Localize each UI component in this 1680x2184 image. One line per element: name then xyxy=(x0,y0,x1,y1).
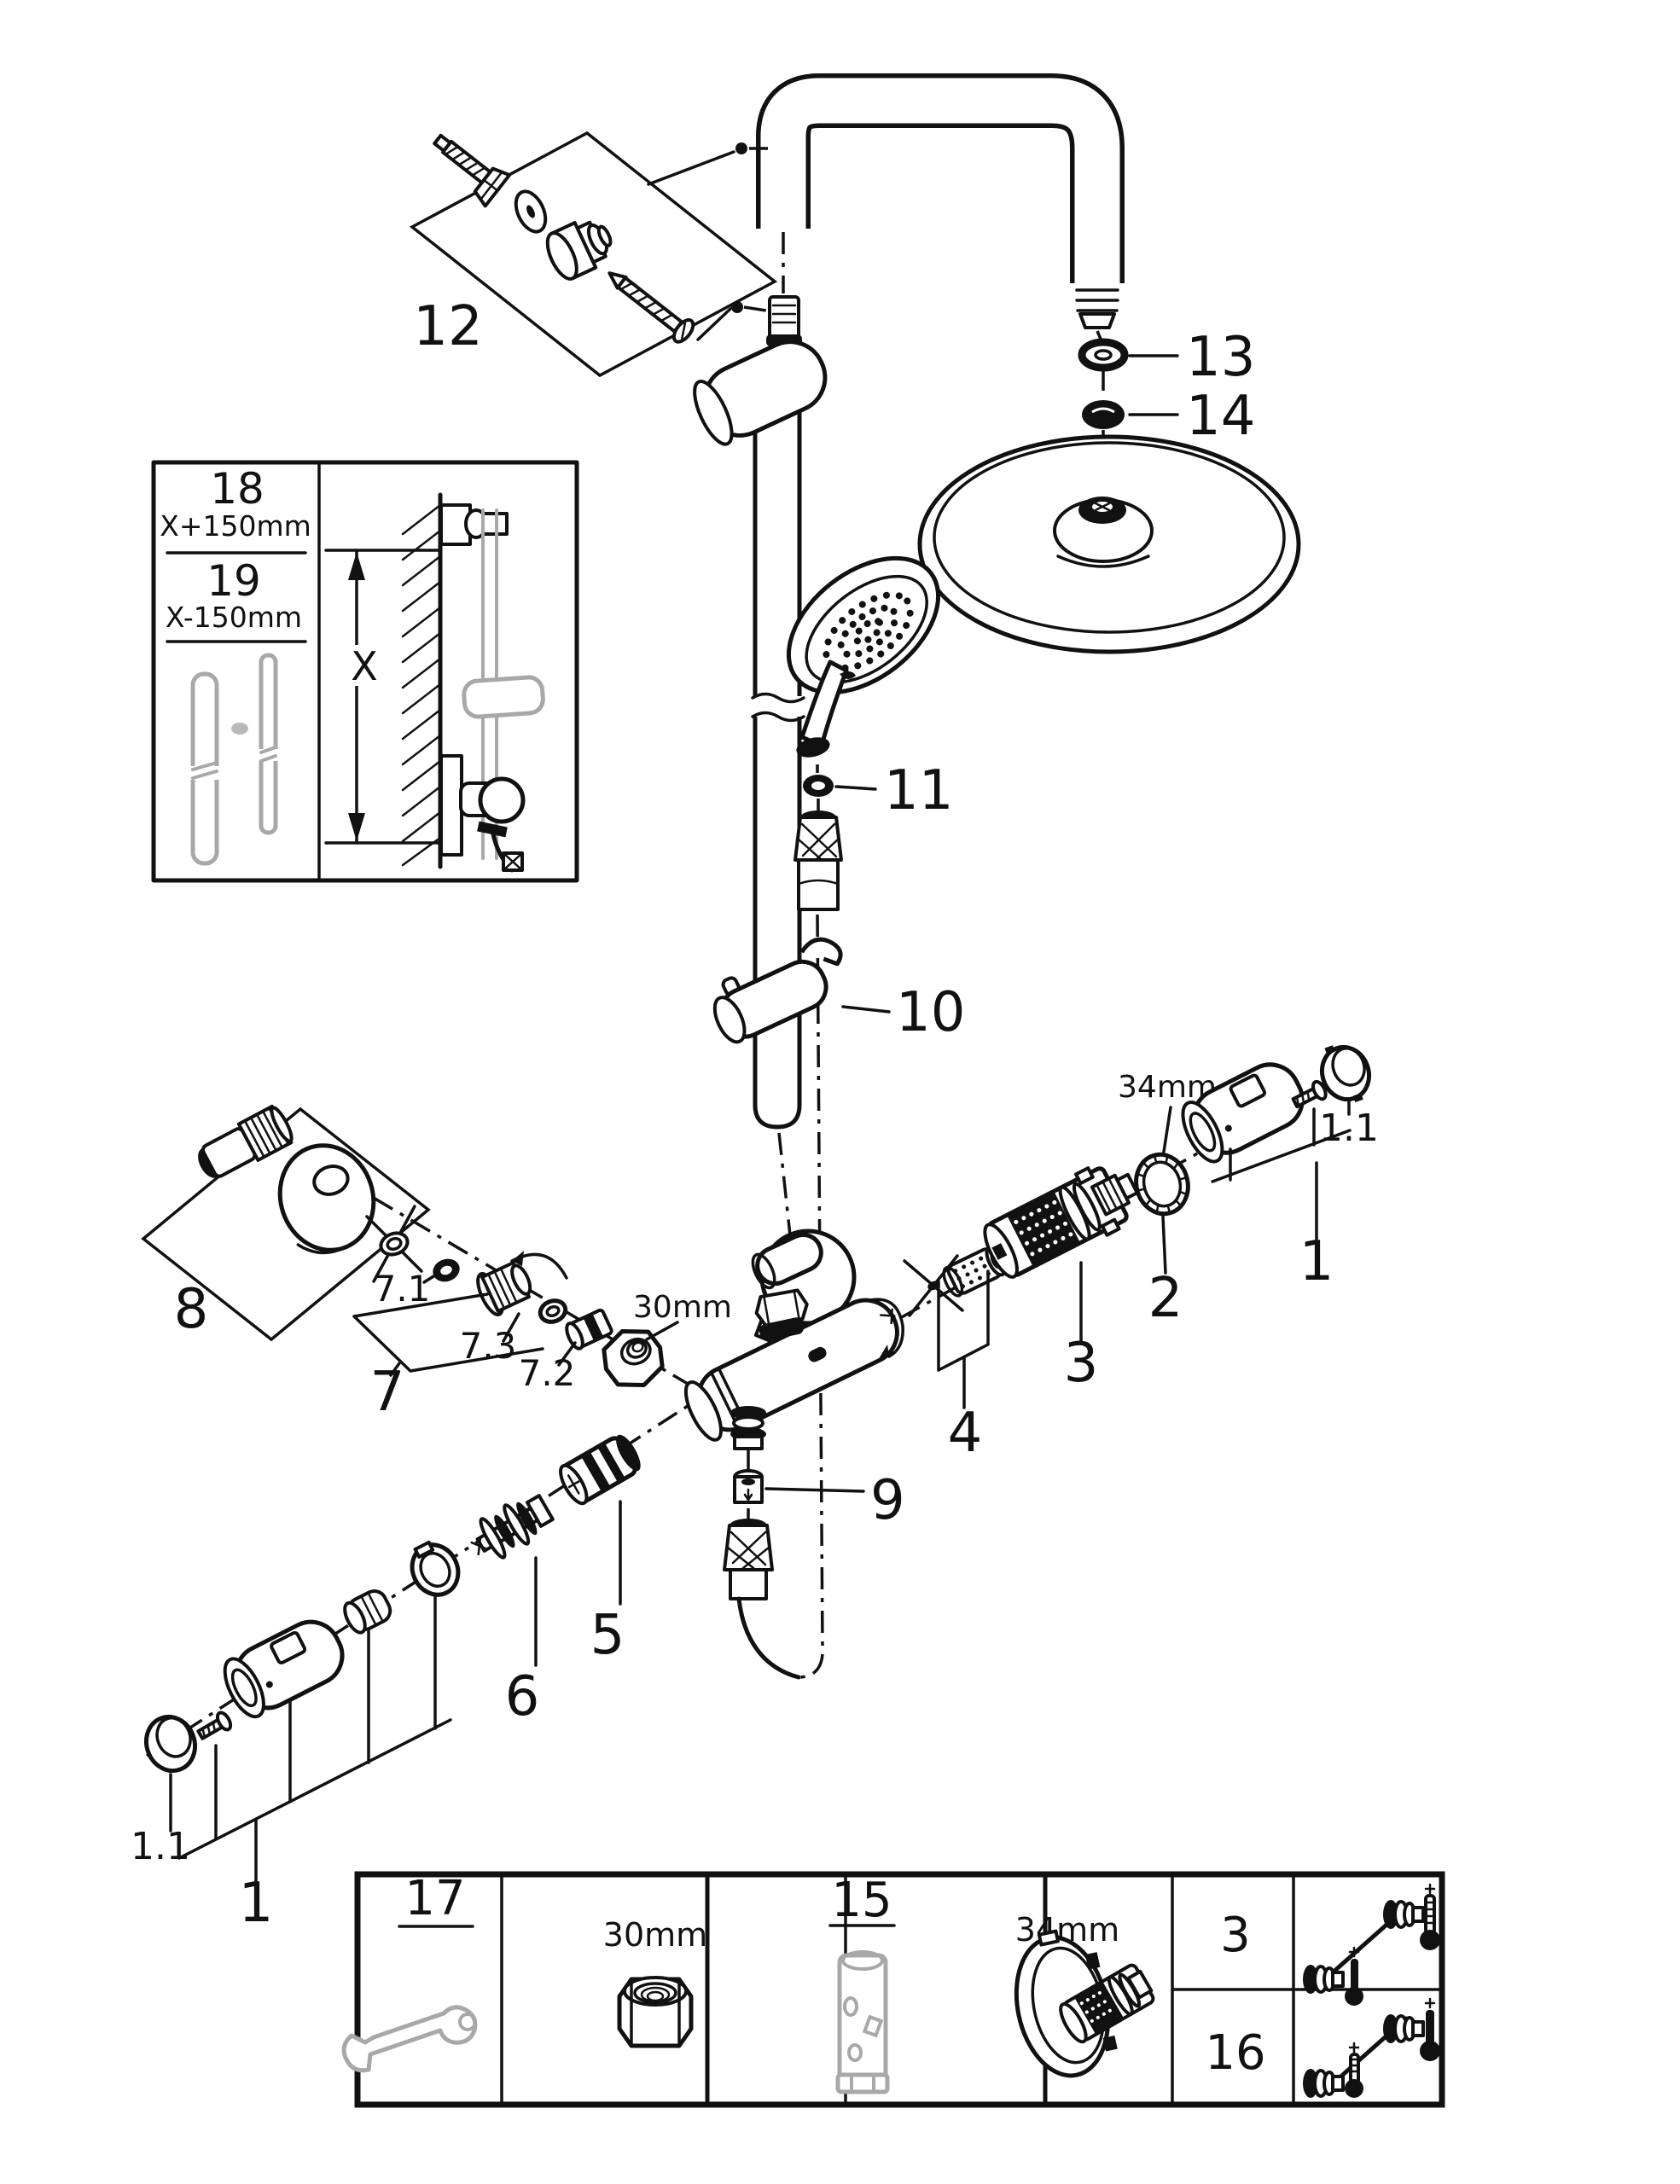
glide-holder: 10 xyxy=(712,937,965,1044)
callout-11: 11 xyxy=(884,759,953,822)
callout-9: 9 xyxy=(870,1469,905,1532)
head-shower xyxy=(917,434,1301,654)
escutcheon-icon xyxy=(277,1143,376,1255)
stop-ring-icon xyxy=(410,1540,461,1597)
callout-4: 4 xyxy=(948,1402,983,1465)
filter-group: 4 xyxy=(869,1245,1007,1465)
cartridge-group: 3 xyxy=(983,1166,1139,1395)
callout-1-1-left: 1.1 xyxy=(131,1825,190,1868)
callout-1-right: 1 xyxy=(1299,1230,1334,1293)
legend-3: 3 xyxy=(1220,1908,1251,1963)
callout-7-2: 7.2 xyxy=(519,1352,576,1394)
insert-7-3-icon xyxy=(476,1261,532,1316)
arm-seals: 13 14 xyxy=(1078,326,1255,448)
legend-cell-part xyxy=(1059,1963,1155,2044)
service-tool-icon xyxy=(835,1950,890,2094)
s-union-icon xyxy=(198,1104,294,1178)
legend-16: 16 xyxy=(1205,2025,1265,2081)
grip-screw-icon xyxy=(1291,1079,1328,1109)
cartridge-thermo-icon xyxy=(1383,1883,1440,1950)
cartridge-thermo-icon xyxy=(1303,1946,1363,2006)
grip-right-group: 1.1 1 xyxy=(1181,1044,1379,1293)
sleeve-icon xyxy=(559,1434,641,1506)
mounting-set-group: 12 xyxy=(409,131,778,378)
washer-icon xyxy=(514,189,548,234)
cover-cap-icon xyxy=(1320,1044,1371,1103)
knob-icon xyxy=(343,1589,392,1635)
grip-left-group: 5 6 1.1 1 xyxy=(131,1434,641,1935)
legend-cell-17: 17 xyxy=(341,1871,478,2073)
screw-icon xyxy=(433,133,512,208)
callout-14: 14 xyxy=(1186,385,1255,448)
dim-30mm: 30mm xyxy=(633,1290,732,1325)
callout-8: 8 xyxy=(174,1278,209,1341)
inset-dim-18: X+150mm xyxy=(160,509,311,543)
legend-15: 15 xyxy=(831,1873,892,1928)
mini-assembly xyxy=(439,503,545,873)
adapter-7-2-icon xyxy=(565,1308,613,1350)
callout-2: 2 xyxy=(1148,1267,1183,1330)
callout-7-3: 7.3 xyxy=(460,1325,517,1367)
callout-1-left: 1 xyxy=(239,1872,274,1935)
seal-7-1-icon xyxy=(433,1258,460,1282)
inset-axis-label: X xyxy=(351,643,378,689)
inset-num-19: 19 xyxy=(206,556,261,606)
union-parts-group: 7.1 7.3 7.2 7 xyxy=(352,1205,613,1424)
legend-icons-row3 xyxy=(1303,1883,1440,2006)
rail-bracket xyxy=(693,295,828,446)
valve-body xyxy=(683,1228,899,1450)
legend-cell-rows: 3 16 xyxy=(1205,1908,1265,2081)
legend-cell-15: 15 xyxy=(828,1873,896,2094)
legend-table: 17 30mm 15 xyxy=(341,1871,1445,2108)
ring-nut-group: 34mm 2 xyxy=(1118,1070,1217,1330)
legend-17: 17 xyxy=(404,1871,465,1926)
nut-30-icon xyxy=(617,1976,694,2048)
callout-7: 7 xyxy=(370,1361,405,1424)
rail-tubes-icon xyxy=(189,653,279,866)
legend-cell-30mm: 30mm xyxy=(603,1916,707,2048)
callout-5: 5 xyxy=(590,1604,625,1667)
callout-10: 10 xyxy=(896,981,965,1044)
callout-12: 12 xyxy=(413,295,482,358)
spindle-icon xyxy=(470,1494,555,1560)
s-union-group: 8 xyxy=(141,1104,431,1342)
callout-6: 6 xyxy=(505,1665,540,1728)
shower-rail xyxy=(751,367,805,1130)
inset-num-18: 18 xyxy=(210,464,264,514)
inset-dim-19: X-150mm xyxy=(166,601,302,634)
union-nut-30: 30mm xyxy=(602,1290,732,1388)
callout-13: 13 xyxy=(1186,326,1255,389)
callout-7-1: 7.1 xyxy=(374,1268,431,1310)
hand-shower: 11 xyxy=(786,555,953,911)
callout-3: 3 xyxy=(1064,1332,1099,1395)
legend-icons-row16 xyxy=(1303,1997,1440,2098)
dimension-x: X xyxy=(324,549,442,845)
legend-30mm: 30mm xyxy=(603,1916,707,1954)
cartridge-thermo-icon xyxy=(1383,1997,1440,2061)
cartridge-thermo-icon xyxy=(1303,2042,1363,2098)
wrench-icon xyxy=(341,2005,478,2073)
inset-box: 18 X+150mm 19 X-150mm xyxy=(151,460,579,883)
shower-arm xyxy=(756,73,1125,329)
long-screw-icon xyxy=(607,271,695,344)
callout-1-1-right: 1.1 xyxy=(1319,1107,1379,1150)
wall-plug-icon xyxy=(545,220,613,281)
check-valve-group: 9 xyxy=(723,1469,905,1680)
